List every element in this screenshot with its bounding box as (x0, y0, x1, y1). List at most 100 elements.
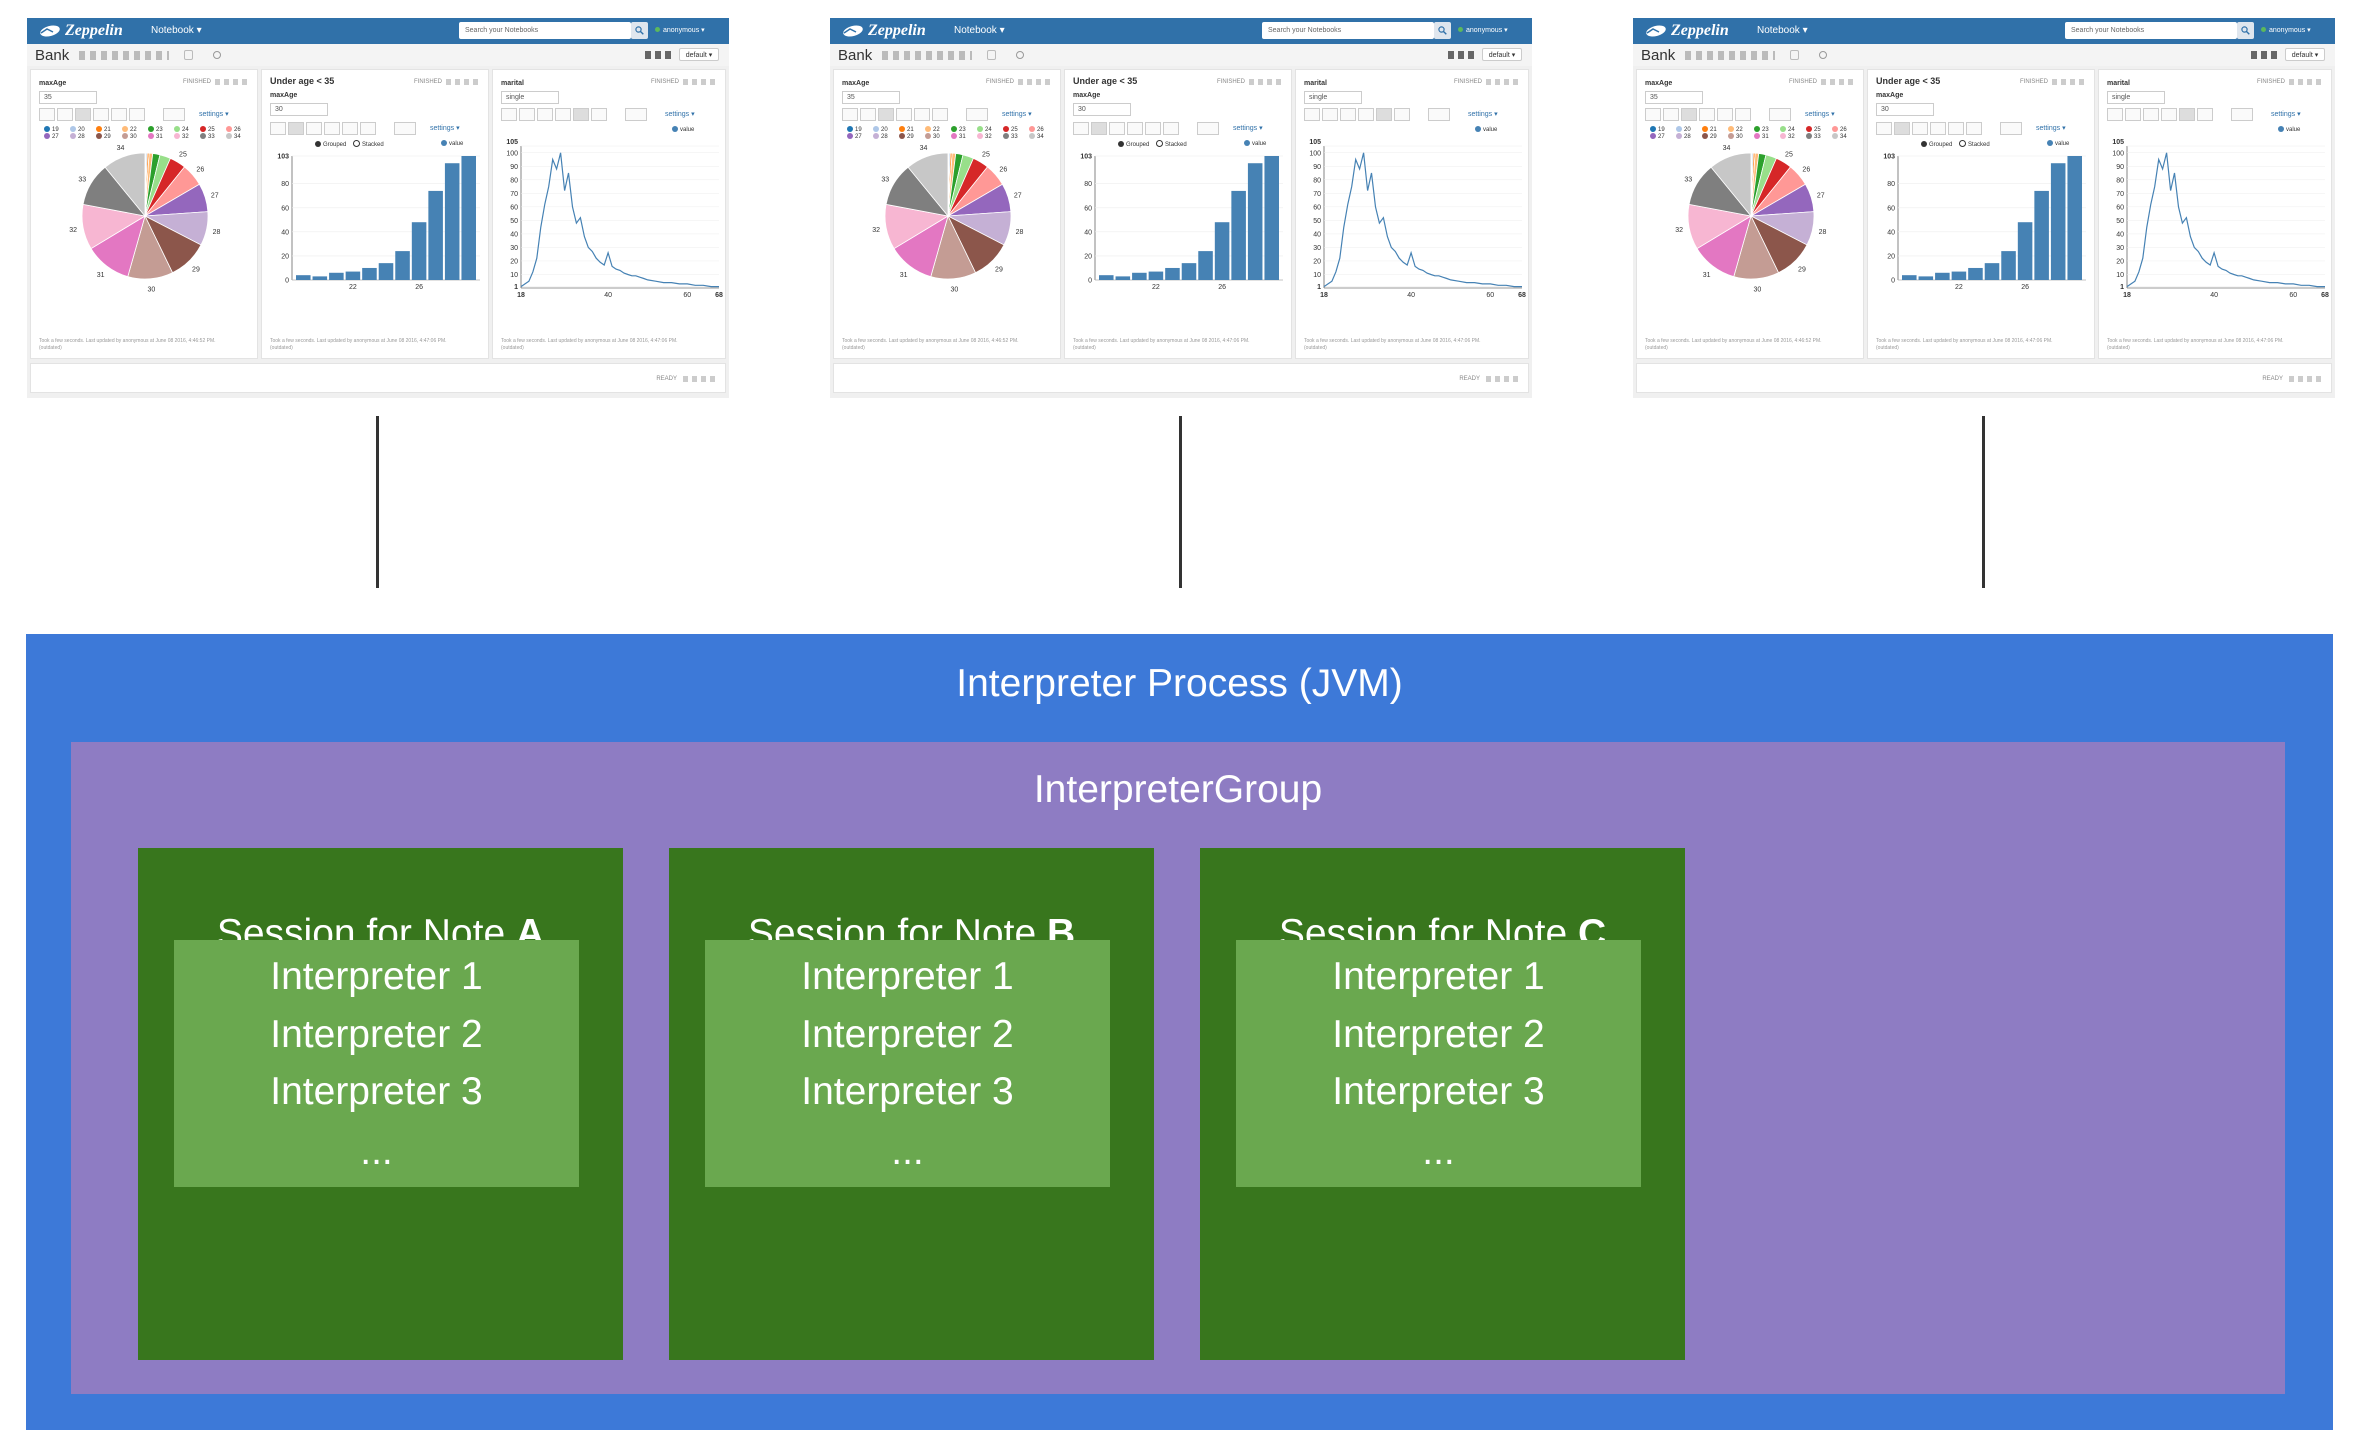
pie-chart-icon[interactable] (1681, 108, 1697, 121)
download-icon[interactable] (2000, 122, 2022, 135)
area-chart-icon[interactable] (1930, 122, 1946, 135)
note-action-icons[interactable] (882, 51, 972, 60)
legend-item[interactable]: 21 (1697, 126, 1723, 133)
legend-item[interactable]: 20 (65, 126, 91, 133)
download-icon[interactable] (625, 108, 647, 121)
legend-item[interactable]: 34 (1024, 133, 1050, 140)
bar-chart-icon[interactable] (860, 108, 876, 121)
legend-item[interactable]: 29 (91, 133, 117, 140)
legend-item[interactable]: 22 (920, 126, 946, 133)
param-select[interactable]: single (1304, 91, 1362, 104)
note-title[interactable]: Bank (838, 47, 873, 64)
legend-item[interactable]: 22 (117, 126, 143, 133)
legend-item[interactable]: 23 (143, 126, 169, 133)
pie-chart-icon[interactable] (1912, 122, 1928, 135)
note-action-icons[interactable] (79, 51, 169, 60)
grouped-label[interactable]: Grouped (1929, 142, 1953, 148)
bar-chart-icon[interactable] (1663, 108, 1679, 121)
legend-item[interactable]: 28 (65, 133, 91, 140)
notebook-menu[interactable]: Notebook ▾ (151, 25, 202, 36)
stacked-label[interactable]: Stacked (362, 142, 384, 148)
legend-item[interactable]: 20 (1671, 126, 1697, 133)
param-input[interactable]: 35 (842, 91, 900, 104)
param-input[interactable]: 35 (1645, 91, 1703, 104)
settings-gear-icon[interactable] (1819, 51, 1827, 59)
area-chart-icon[interactable] (1127, 122, 1143, 135)
download-icon[interactable] (966, 108, 988, 121)
paragraph-title[interactable]: Under age < 35 (1876, 76, 1941, 86)
legend-item[interactable]: 26 (1024, 126, 1050, 133)
empty-paragraph[interactable]: READY (833, 363, 1529, 393)
table-view-icon[interactable] (1073, 122, 1089, 135)
grouped-label[interactable]: Grouped (1126, 142, 1150, 148)
scatter-chart-icon[interactable] (1394, 108, 1410, 121)
legend-item[interactable]: 33 (998, 133, 1024, 140)
scatter-chart-icon[interactable] (129, 108, 145, 121)
legend-item[interactable]: 28 (1671, 133, 1697, 140)
clone-icon[interactable] (184, 50, 193, 60)
legend-item[interactable]: 24 (972, 126, 998, 133)
settings-gear-icon[interactable] (213, 51, 221, 59)
line-chart-icon[interactable] (111, 108, 127, 121)
settings-link[interactable]: settings ▾ (1805, 111, 1835, 118)
pie-chart-icon[interactable] (1109, 122, 1125, 135)
paragraph-control-icons[interactable] (1486, 79, 1522, 85)
grouped-label[interactable]: Grouped (323, 142, 347, 148)
scatter-chart-icon[interactable] (1735, 108, 1751, 121)
clone-icon[interactable] (1790, 50, 1799, 60)
legend-item[interactable]: 19 (842, 126, 868, 133)
legend-item[interactable]: 23 (1749, 126, 1775, 133)
bar-chart-icon[interactable] (1894, 122, 1910, 135)
scatter-chart-icon[interactable] (360, 122, 376, 135)
bar-chart-icon[interactable] (1322, 108, 1338, 121)
search-button[interactable] (2237, 22, 2254, 39)
logo-text[interactable]: Zeppelin (65, 22, 123, 39)
download-icon[interactable] (1428, 108, 1450, 121)
stacked-radio-icon[interactable] (1959, 140, 1967, 147)
param-input[interactable]: 30 (270, 103, 328, 116)
area-chart-icon[interactable] (896, 108, 912, 121)
table-view-icon[interactable] (2107, 108, 2123, 121)
note-action-icons[interactable] (1685, 51, 1775, 60)
legend-item[interactable]: 27 (1645, 133, 1671, 140)
legend-item[interactable]: 32 (1775, 133, 1801, 140)
paragraph-title[interactable]: Under age < 35 (1073, 76, 1138, 86)
paragraph-control-icons[interactable] (683, 79, 719, 85)
download-icon[interactable] (1197, 122, 1219, 135)
line-chart-icon[interactable] (1145, 122, 1161, 135)
legend-item[interactable]: 32 (972, 133, 998, 140)
legend-item[interactable]: 31 (143, 133, 169, 140)
param-input[interactable]: 30 (1073, 103, 1131, 116)
table-view-icon[interactable] (270, 122, 286, 135)
note-title[interactable]: Bank (35, 47, 70, 64)
search-button[interactable] (631, 22, 648, 39)
stacked-label[interactable]: Stacked (1968, 142, 1990, 148)
grouped-radio-icon[interactable] (1921, 141, 1927, 147)
param-input[interactable]: 35 (39, 91, 97, 104)
interpreter-binding-button[interactable]: default ▾ (1482, 48, 1522, 61)
area-chart-icon[interactable] (2161, 108, 2177, 121)
scatter-chart-icon[interactable] (591, 108, 607, 121)
paragraph-control-icons[interactable] (1821, 79, 1857, 85)
bar-chart-icon[interactable] (57, 108, 73, 121)
toolbar-right-icons[interactable] (2251, 51, 2281, 59)
legend-item[interactable]: 25 (998, 126, 1024, 133)
legend-item[interactable]: 24 (1775, 126, 1801, 133)
pie-chart-icon[interactable] (306, 122, 322, 135)
param-select[interactable]: single (2107, 91, 2165, 104)
legend-item[interactable]: 21 (894, 126, 920, 133)
pie-chart-icon[interactable] (537, 108, 553, 121)
pie-chart-icon[interactable] (1340, 108, 1356, 121)
empty-paragraph[interactable]: READY (1636, 363, 2332, 393)
paragraph-title[interactable]: Under age < 35 (270, 76, 335, 86)
area-chart-icon[interactable] (93, 108, 109, 121)
line-chart-icon[interactable] (2179, 108, 2195, 121)
user-menu[interactable]: anonymous ▾ (2261, 26, 2311, 34)
legend-item[interactable]: 30 (1723, 133, 1749, 140)
paragraph-control-icons[interactable] (2289, 376, 2325, 382)
table-view-icon[interactable] (1645, 108, 1661, 121)
grouped-radio-icon[interactable] (315, 141, 321, 147)
legend-item[interactable]: 26 (1827, 126, 1853, 133)
download-icon[interactable] (2231, 108, 2253, 121)
legend-item[interactable]: 31 (1749, 133, 1775, 140)
